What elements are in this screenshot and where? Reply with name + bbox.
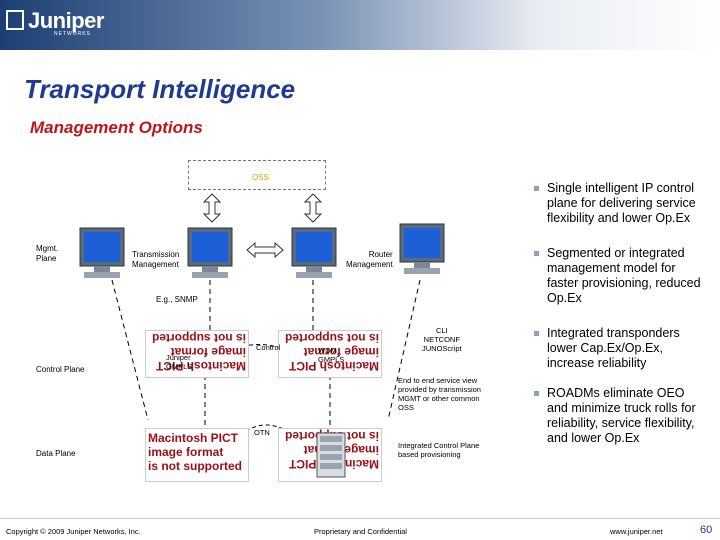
oss-left-double-arrow — [202, 193, 222, 223]
pict-placeholder-otn-left: Macintosh PICT image format is not suppo… — [145, 428, 249, 482]
page-subtitle: Management Options — [30, 118, 203, 137]
footer-url[interactable]: www.juniper.net — [610, 527, 663, 536]
oss-label: OSS — [252, 173, 269, 182]
logo-text: Juniper — [28, 8, 104, 33]
oss-right-double-arrow — [303, 193, 323, 223]
oss-box — [188, 160, 326, 190]
footer-divider — [0, 518, 720, 519]
logo-subtext: NETWORKS — [54, 31, 91, 37]
page-title: Transport Intelligence — [24, 74, 296, 104]
otn-label: OTN — [254, 428, 270, 437]
wdm-gmpls-label: WDM GMPLS — [318, 346, 345, 364]
bullet-list: Single intelligent IP control plane for … — [534, 181, 704, 458]
monitor-icon — [291, 227, 337, 278]
confidential-text: Proprietary and Confidential — [314, 527, 407, 536]
monitor-icon — [399, 223, 445, 274]
monitor-icon — [79, 227, 125, 278]
pict-placeholder-juniper: Macintosh PICT image format is not suppo… — [145, 330, 249, 378]
integrated-control-plane-label: Integrated Control Plane based provision… — [398, 441, 480, 459]
header-band — [0, 0, 720, 50]
pict-placeholder-wdm: Macintosh PICT image format is not suppo… — [278, 330, 382, 378]
juniper-logo-icon — [6, 10, 24, 30]
snmp-label: E.g., SNMP — [156, 295, 198, 304]
data-plane-label: Data Plane — [36, 449, 76, 458]
bullet-item: Segmented or integrated management model… — [534, 246, 704, 306]
router-management-label: Router Management — [346, 250, 393, 269]
bullet-item: Integrated transponders lower Cap.Ex/Op.… — [534, 326, 704, 371]
end-to-end-label: End to end service view provided by tran… — [398, 376, 481, 412]
monitor-icon — [187, 227, 233, 278]
cli-netconf-label: CLI NETCONF JUNOScript — [422, 326, 462, 353]
mgmt-plane-label: Mgmt. Plane — [36, 244, 59, 263]
page-number: 60 — [700, 524, 713, 536]
bullet-item: ROADMs eliminate OEO and minimize truck … — [534, 386, 704, 446]
copyright-text: Copyright © 2009 Juniper Networks, Inc. — [6, 527, 141, 536]
control-plane-label: Control Plane — [36, 365, 85, 374]
control-label: Control — [256, 343, 281, 352]
otn-device-icon — [316, 432, 346, 478]
transmission-management-label: Transmission Management — [132, 250, 180, 269]
bullet-item: Single intelligent IP control plane for … — [534, 181, 704, 226]
monitor-link-double-arrow — [246, 241, 284, 259]
juniper-gmpls-label: Juniper GMPLS — [166, 353, 193, 371]
